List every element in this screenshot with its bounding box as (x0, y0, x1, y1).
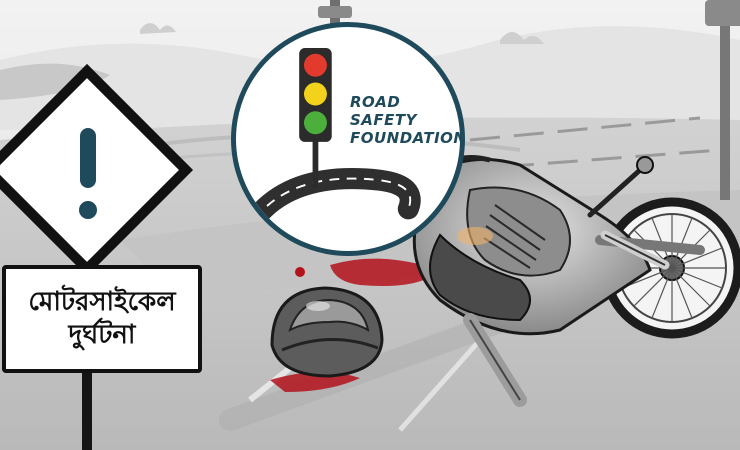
road-safety-foundation-logo: ROAD SAFETY FOUNDATION (231, 22, 465, 256)
helmet-icon (270, 286, 384, 378)
sign-caption-line-2: দুর্ঘটনা (68, 320, 136, 350)
logo-line-safety: SAFETY (350, 111, 417, 129)
logo-line-foundation: FOUNDATION (350, 129, 465, 147)
logo-line-road: ROAD (350, 93, 401, 111)
motorcycle-icon (412, 155, 740, 407)
road-curve-icon (244, 168, 421, 229)
sign-caption-board: মোটরসাইকেল দুর্ঘটনা (2, 265, 202, 373)
traffic-light-icon (244, 48, 421, 229)
logo-wordmark: ROAD SAFETY FOUNDATION (350, 93, 465, 147)
sign-caption-line-1: মোটরসাইকেল (28, 287, 176, 318)
